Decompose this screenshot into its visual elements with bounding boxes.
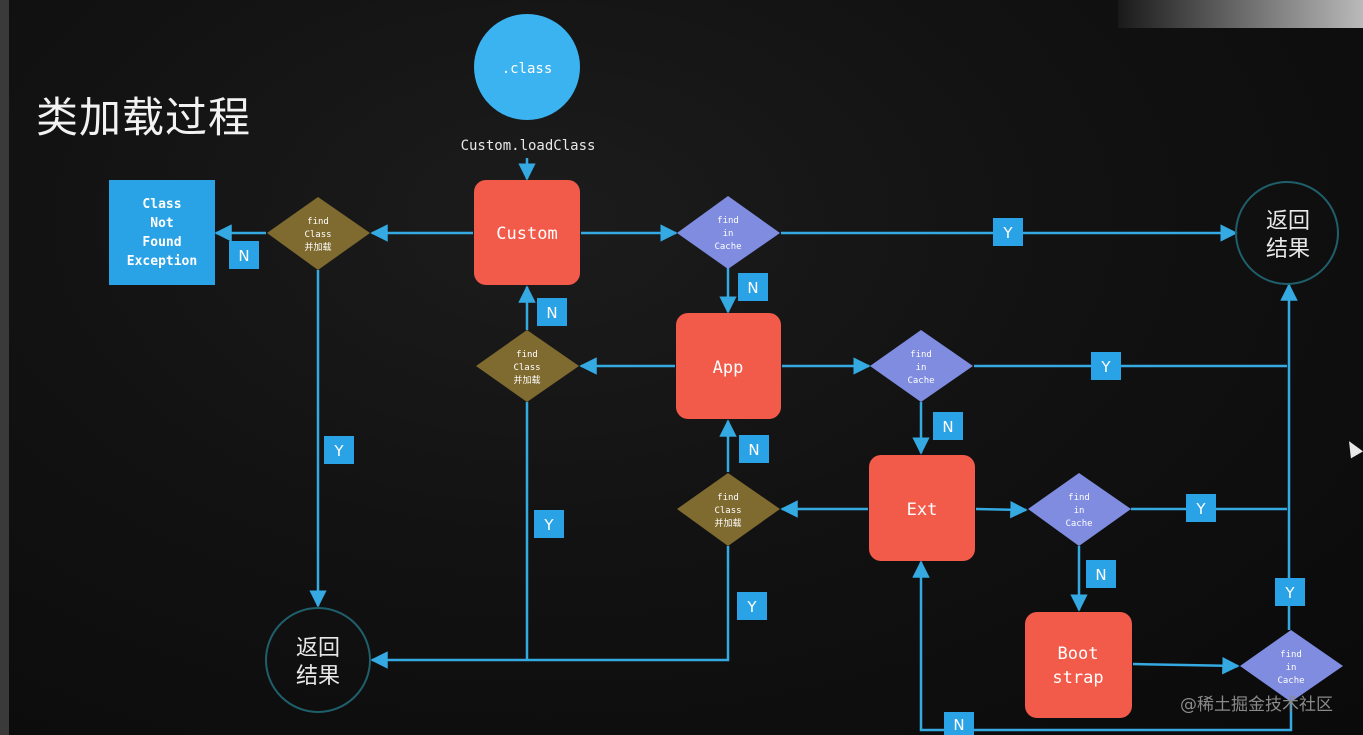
branch-labels: N Y N Y Y N Y N N Y Y N Y N xyxy=(229,218,1305,735)
label-y-find3: Y xyxy=(737,592,767,620)
cache3-line2: in xyxy=(1074,506,1085,516)
result-bottom-line2: 结果 xyxy=(296,664,340,689)
label-y-cache4: Y xyxy=(1275,578,1305,606)
find2-line1: find xyxy=(516,350,538,360)
cache2-line3: Cache xyxy=(907,376,934,386)
edge-cache4-ext xyxy=(912,560,1293,732)
label-n-cache4: N xyxy=(944,712,974,735)
cache4-line1: find xyxy=(1280,650,1302,660)
cache2-line2: in xyxy=(916,363,927,373)
cache1-line1: find xyxy=(717,216,739,226)
start-node: .class xyxy=(474,14,580,120)
label-n-cache3: N xyxy=(1086,560,1116,588)
label-y-find2: Y xyxy=(534,510,564,538)
result-bottom-line1: 返回 xyxy=(296,636,340,661)
loader-custom-label: Custom xyxy=(496,224,557,244)
exception-line1: Class xyxy=(142,197,181,212)
loader-app: App xyxy=(676,313,781,419)
svg-text:Y: Y xyxy=(1284,584,1295,602)
find3-line2: Class xyxy=(714,506,741,516)
svg-text:Y: Y xyxy=(543,516,554,534)
edge-ext-cache3 xyxy=(975,500,1028,519)
loader-custom: Custom xyxy=(474,180,580,285)
cache1-line3: Cache xyxy=(714,242,741,252)
find-class-3: find Class 并加载 xyxy=(677,473,780,546)
result-bottom: 返回 结果 xyxy=(265,607,371,713)
find3-line3: 并加载 xyxy=(714,517,741,529)
cache1-line2: in xyxy=(723,229,734,239)
exception-line4: Exception xyxy=(127,254,197,269)
label-n-find3: N xyxy=(739,435,769,463)
label-n-find2: N xyxy=(537,298,567,326)
svg-text:N: N xyxy=(238,247,249,265)
svg-text:Y: Y xyxy=(333,442,344,460)
watermark: @稀土掘金技术社区 xyxy=(1180,695,1333,715)
top-glare xyxy=(1118,0,1363,28)
find1-line3: 并加载 xyxy=(304,241,331,253)
edge-boot-cache4 xyxy=(1132,656,1240,675)
find1-line2: Class xyxy=(304,230,331,240)
svg-text:Y: Y xyxy=(1195,500,1206,518)
label-y-find1: Y xyxy=(324,436,354,464)
svg-text:N: N xyxy=(546,304,557,322)
find2-line2: Class xyxy=(513,363,540,373)
cache3-line3: Cache xyxy=(1065,519,1092,529)
loader-ext: Ext xyxy=(869,455,975,561)
cache4-line3: Cache xyxy=(1277,676,1304,686)
slide-title: 类加载过程 xyxy=(36,93,252,142)
result-right: 返回 结果 xyxy=(1235,181,1339,285)
label-n-find1: N xyxy=(229,241,259,269)
loader-app-label: App xyxy=(713,358,744,378)
label-n-cache1: N xyxy=(738,273,768,301)
label-n-cache2: N xyxy=(933,412,963,440)
find-class-2: find Class 并加载 xyxy=(476,330,579,402)
exception-box: Class Not Found Exception xyxy=(109,180,215,285)
label-y-cache1: Y xyxy=(993,218,1023,246)
exception-line2: Not xyxy=(150,216,173,231)
svg-text:N: N xyxy=(1095,566,1106,584)
svg-text:N: N xyxy=(748,441,759,459)
start-label: .class xyxy=(502,61,553,77)
find-class-1: find Class 并加载 xyxy=(267,197,370,270)
svg-text:Y: Y xyxy=(1002,224,1013,242)
cache3-line1: find xyxy=(1068,493,1090,503)
entry-call-label: Custom.loadClass xyxy=(461,138,596,154)
svg-text:N: N xyxy=(953,716,964,734)
cache-check-1: find in Cache xyxy=(677,196,780,269)
loader-boot-line1: Boot xyxy=(1058,644,1099,664)
loader-ext-label: Ext xyxy=(907,500,938,520)
label-y-cache3: Y xyxy=(1186,494,1216,522)
loader-boot-line2: strap xyxy=(1052,668,1103,688)
cache-check-2: find in Cache xyxy=(870,330,973,402)
edge-find3-result xyxy=(370,546,730,669)
find1-line1: find xyxy=(307,217,329,227)
cache-check-4: find in Cache xyxy=(1240,630,1343,702)
window-edge xyxy=(0,0,9,735)
flow-lines xyxy=(214,158,1298,732)
svg-text:Y: Y xyxy=(1100,358,1111,376)
cache-check-3: find in Cache xyxy=(1028,473,1131,546)
exception-line3: Found xyxy=(142,235,181,250)
find3-line1: find xyxy=(717,493,739,503)
svg-text:N: N xyxy=(942,418,953,436)
find2-line3: 并加载 xyxy=(513,374,540,386)
loader-bootstrap: Boot strap xyxy=(1025,612,1132,718)
svg-text:N: N xyxy=(747,279,758,297)
cache2-line1: find xyxy=(910,350,932,360)
result-right-line1: 返回 xyxy=(1266,209,1310,234)
svg-text:Y: Y xyxy=(746,598,757,616)
result-right-line2: 结果 xyxy=(1266,237,1310,262)
cache4-line2: in xyxy=(1286,663,1297,673)
label-y-cache2: Y xyxy=(1091,352,1121,380)
